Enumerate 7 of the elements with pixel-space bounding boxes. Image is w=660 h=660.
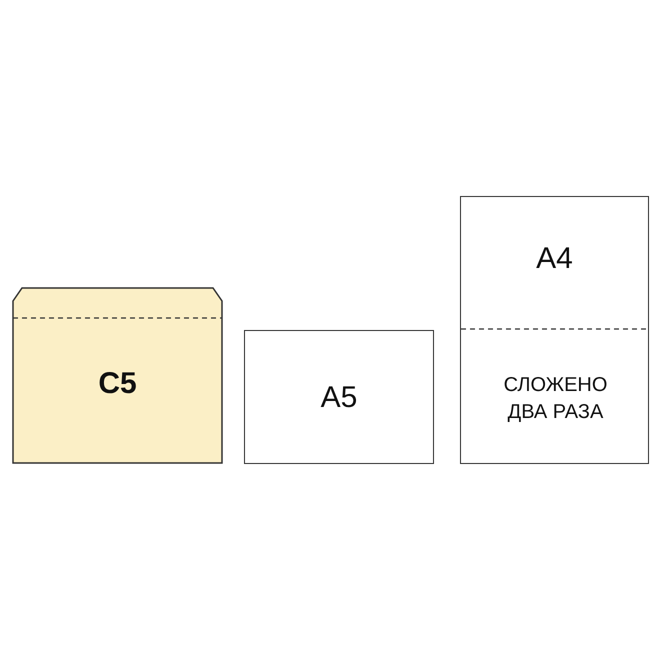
fold-note: СЛОЖЕНО ДВА РАЗА: [502, 373, 608, 425]
size-label: A5: [320, 381, 358, 415]
paper-sheet: [460, 196, 649, 464]
size-label: C5: [97, 367, 138, 401]
size-label: A4: [535, 242, 574, 276]
paper-sheet: [244, 330, 434, 464]
envelope-drawing: [12, 287, 223, 464]
